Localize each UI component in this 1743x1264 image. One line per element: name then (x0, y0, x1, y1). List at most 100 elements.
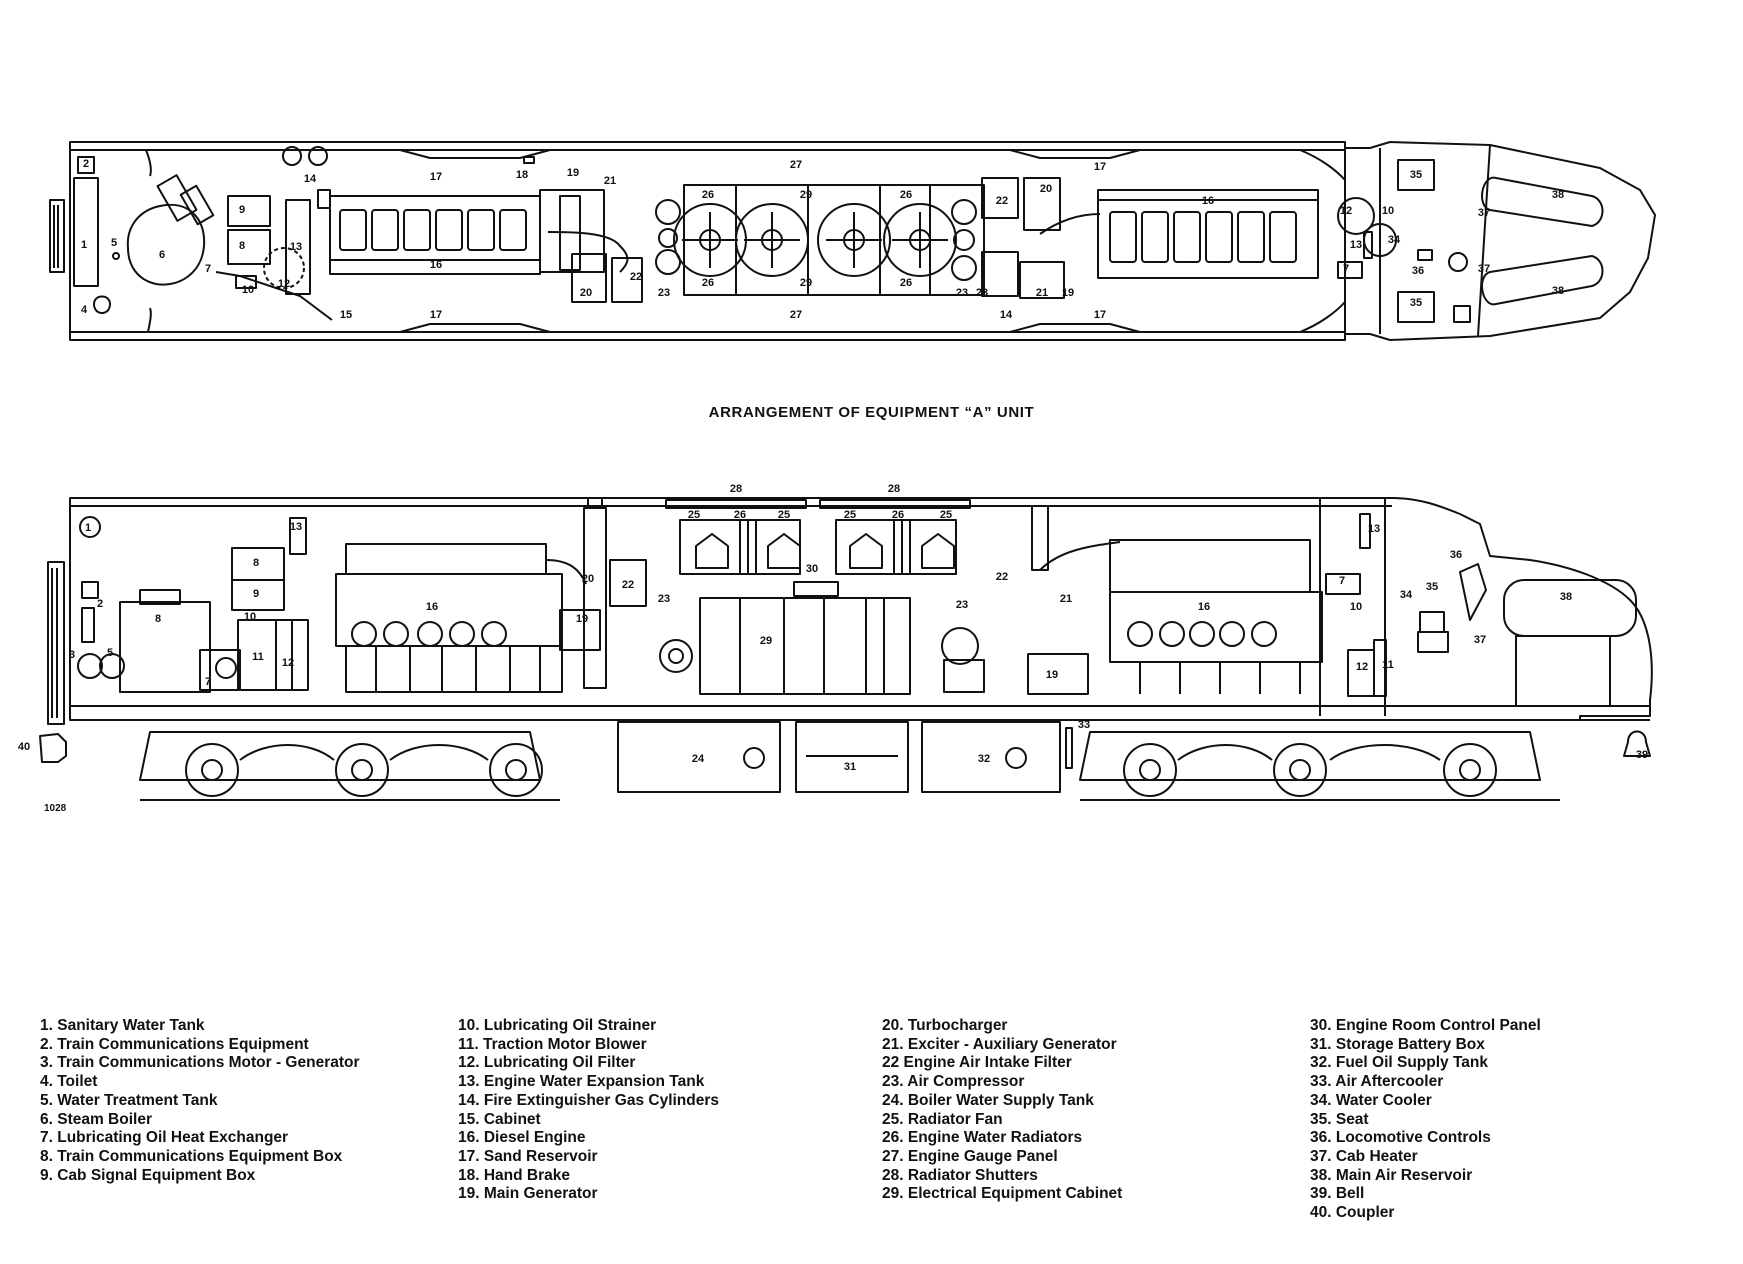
legend-item: 14. Fire Extinguisher Gas Cylinders (458, 1091, 720, 1109)
callout-number: 5 (107, 647, 113, 659)
plan-radiator-fan (817, 203, 891, 277)
drawing-id: 1028 (44, 803, 67, 814)
callout-number: 20 (1040, 183, 1052, 195)
callout-number: 35 (1426, 581, 1438, 593)
callout-number: 25 (778, 509, 790, 521)
legend-item: 20. Turbocharger (882, 1017, 1008, 1034)
legend-item: 37. Cab Heater (1310, 1147, 1418, 1165)
legend-item: 28. Radiator Shutters (882, 1166, 1038, 1184)
callout-number: 16 (1202, 195, 1214, 207)
callout-number: 9 (239, 204, 245, 216)
rear-truck (139, 731, 560, 801)
callout-number: 29 (760, 635, 772, 647)
callout-number: 14 (1000, 309, 1013, 321)
plan-main-air-reservoir (1481, 255, 1604, 306)
legend-item: 6. Steam Boiler (40, 1110, 152, 1128)
callout-number: 4 (81, 304, 88, 316)
callout-number: 31 (844, 761, 856, 773)
legend-item: 33. Air Aftercooler (1310, 1073, 1444, 1091)
side-radiator-shutters (665, 499, 807, 509)
legend-item: 24. Boiler Water Supply Tank (882, 1091, 1094, 1109)
callout-number: 37 (1478, 263, 1490, 275)
callout-number: 36 (1412, 265, 1424, 277)
callout-number: 19 (576, 613, 588, 625)
callout-number: 33 (1078, 719, 1090, 731)
legend-item: 32. Fuel Oil Supply Tank (1310, 1054, 1489, 1072)
legend-item: 26. Engine Water Radiators (882, 1129, 1083, 1147)
callout-number: 7 (1339, 575, 1345, 587)
callout-number: 19 (1062, 287, 1074, 299)
callout-number: 25 (940, 509, 952, 521)
legend-item: 15. Cabinet (458, 1110, 541, 1128)
side-boiler-water-tank (617, 721, 781, 793)
callout-number: 24 (692, 753, 705, 765)
side-fuel-oil-tank (921, 721, 1061, 793)
legend-item: 3. Train Communications Motor - Generato… (40, 1054, 360, 1072)
callout-number: 12 (1356, 661, 1368, 673)
callout-number: 34 (1400, 589, 1413, 601)
callout-number: 10 (1350, 601, 1362, 613)
callout-number: 8 (239, 240, 245, 252)
callout-number: 2 (97, 598, 103, 610)
plan-diesel-engine-front (1097, 189, 1319, 279)
callout-number: 18 (516, 169, 528, 181)
legend-item: 4. Toilet (40, 1073, 98, 1091)
callout-number: 19 (1046, 669, 1058, 681)
legend-item: 1. Sanitary Water Tank (40, 1017, 205, 1034)
callout-number: 22 (996, 195, 1008, 207)
callout-number: 26 (892, 509, 904, 521)
callout-number: 8 (253, 557, 259, 569)
callout-number: 10 (1382, 205, 1394, 217)
callout-number: 12 (1340, 205, 1352, 217)
legend-item: 12. Lubricating Oil Filter (458, 1054, 636, 1072)
callout-number: 21 (1060, 593, 1072, 605)
callout-number: 26 (702, 189, 714, 201)
legend-item: 10. Lubricating Oil Strainer (458, 1017, 657, 1034)
legend-item: 21. Exciter - Auxiliary Generator (882, 1035, 1117, 1053)
callout-number: 16 (430, 259, 442, 271)
plan-radiator-fan (883, 203, 957, 277)
callout-number: 10 (244, 611, 256, 623)
legend-item: 22 Engine Air Intake Filter (882, 1054, 1072, 1072)
callout-number: 29 (800, 189, 812, 201)
callout-number: 13 (1350, 239, 1362, 251)
side-view (39, 497, 1653, 801)
callout-number: 40 (18, 741, 30, 753)
callout-number: 28 (730, 483, 742, 495)
callout-number: 21 (1036, 287, 1048, 299)
side-radiator-shutters (819, 499, 971, 509)
side-diesel-engine-rear (345, 543, 547, 575)
callout-number: 27 (790, 309, 802, 321)
legend-item: 8. Train Communications Equipment Box (40, 1147, 343, 1165)
callout-number: 23 (658, 287, 670, 299)
side-bell (1623, 730, 1651, 757)
callout-number: 34 (1388, 234, 1401, 246)
callout-number: 37 (1478, 207, 1490, 219)
callout-number: 38 (1552, 285, 1564, 297)
callout-number: 17 (1094, 161, 1106, 173)
callout-number: 23 (956, 599, 968, 611)
legend-item: 18. Hand Brake (458, 1166, 570, 1184)
callout-number: 20 (582, 573, 594, 585)
callout-number: 11 (1382, 659, 1394, 671)
callout-number: 37 (1474, 634, 1486, 646)
legend-item: 13. Engine Water Expansion Tank (458, 1073, 705, 1091)
legend-item: 38. Main Air Reservoir (1310, 1166, 1473, 1184)
callout-number: 15 (340, 309, 352, 321)
callout-number: 26 (734, 509, 746, 521)
callout-number: 13 (290, 521, 302, 533)
legend-item: 27. Engine Gauge Panel (882, 1147, 1058, 1165)
callout-number: 39 (1636, 749, 1648, 761)
callout-number: 35 (1410, 169, 1422, 181)
callout-number: 1 (85, 522, 91, 534)
callout-number: 7 (205, 676, 211, 688)
callout-number: 12 (278, 278, 290, 290)
callout-number: 12 (282, 657, 294, 669)
callout-number: 22 (622, 579, 634, 591)
callout-number: 10 (242, 284, 254, 296)
